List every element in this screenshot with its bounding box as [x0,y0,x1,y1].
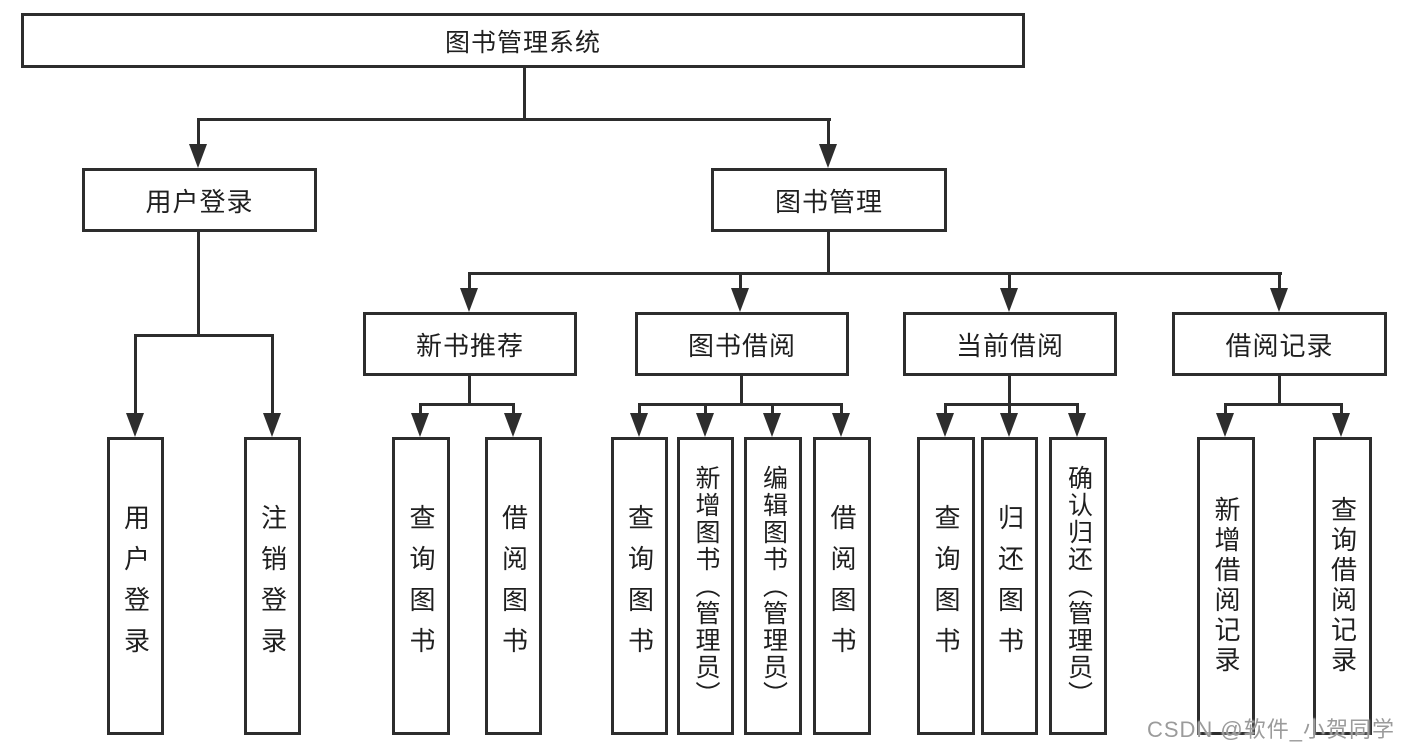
connector-line [197,118,831,121]
connector-line [1224,406,1227,415]
connector-line [512,406,515,415]
connector-line [468,275,471,291]
arrow-down-icon [189,144,207,168]
arrow-down-icon [1000,288,1018,312]
connector-line [944,406,947,415]
connector-line [271,337,274,415]
leaf-user-login: 用户登录 [107,437,164,735]
connector-line [197,232,200,336]
leaf-return-book: 归还图书 [981,437,1038,735]
arrow-down-icon [263,413,281,437]
connector-line [468,272,1282,275]
arrow-down-icon [1332,413,1350,437]
connector-line [1008,376,1011,405]
leaf-query-books-recommend: 查询图书 [392,437,450,735]
connector-line [197,121,200,145]
connector-line [638,406,641,415]
arrow-down-icon [1000,413,1018,437]
connector-line [704,406,707,415]
connector-line [1278,275,1281,291]
connector-line [1278,376,1281,405]
arrow-down-icon [936,413,954,437]
arrow-down-icon [819,144,837,168]
node-borrow-records: 借阅记录 [1172,312,1387,376]
connector-line [944,403,1079,406]
connector-line [771,406,774,415]
arrow-down-icon [411,413,429,437]
leaf-confirm-return-admin: 确认归还（管理员） [1049,437,1107,735]
arrow-down-icon [1068,413,1086,437]
arrow-down-icon [1270,288,1288,312]
connector-line [419,403,515,406]
connector-line [1340,406,1343,415]
watermark: CSDN @软件_小贺同学 [1146,717,1395,742]
leaf-borrow-books-recommend: 借阅图书 [485,437,542,735]
connector-line [1076,406,1079,415]
connector-line [1008,275,1011,291]
leaf-add-book-admin: 新增图书（管理员） [677,437,734,735]
leaf-add-borrow-record: 新增借阅记录 [1197,437,1255,735]
node-book-management: 图书管理 [711,168,947,232]
arrow-down-icon [460,288,478,312]
leaf-query-books-borrow: 查询图书 [611,437,668,735]
connector-line [827,232,830,274]
arrow-down-icon [696,413,714,437]
connector-line [134,334,274,337]
arrow-down-icon [731,288,749,312]
leaf-query-books-current: 查询图书 [917,437,975,735]
arrow-down-icon [1216,413,1234,437]
node-user-login: 用户登录 [82,168,317,232]
connector-line [638,403,843,406]
connector-line [1008,406,1011,415]
node-new-book-recommend: 新书推荐 [363,312,577,376]
node-current-borrow: 当前借阅 [903,312,1117,376]
connector-line [134,337,137,415]
arrow-down-icon [832,413,850,437]
node-book-borrow: 图书借阅 [635,312,849,376]
connector-line [419,406,422,415]
leaf-edit-book-admin: 编辑图书（管理员） [744,437,802,735]
connector-line [523,68,526,120]
connector-line [1224,403,1343,406]
arrow-down-icon [126,413,144,437]
arrow-down-icon [763,413,781,437]
leaf-borrow-books: 借阅图书 [813,437,871,735]
connector-line [468,376,471,405]
leaf-query-borrow-record: 查询借阅记录 [1313,437,1372,735]
arrow-down-icon [630,413,648,437]
connector-line [739,275,742,291]
leaf-logout: 注销登录 [244,437,301,735]
connector-line [827,121,830,145]
arrow-down-icon [504,413,522,437]
node-root: 图书管理系统 [21,13,1025,68]
connector-line [740,376,743,405]
connector-line [840,406,843,415]
